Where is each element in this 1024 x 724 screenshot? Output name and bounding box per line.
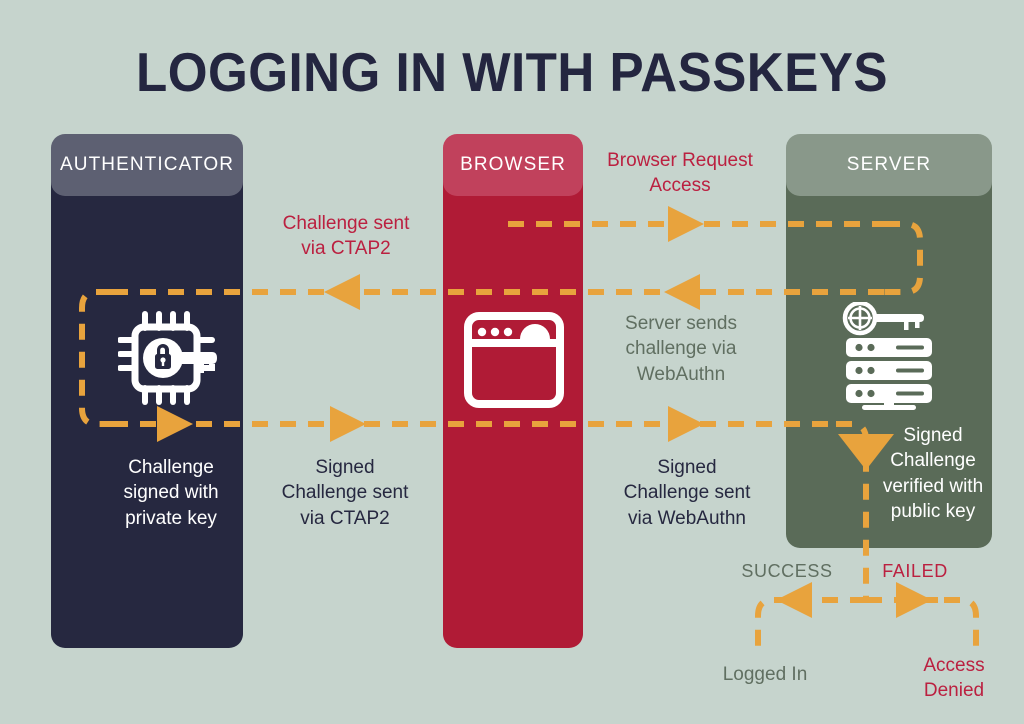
label-logged-in: Logged In bbox=[722, 664, 808, 685]
chip-key-lock-icon bbox=[117, 308, 228, 408]
lane-header-authenticator-label: AUTHENTICATOR bbox=[59, 154, 235, 175]
lane-header-server-label: SERVER bbox=[846, 154, 932, 175]
lane-header-browser-label: BROWSER bbox=[460, 154, 566, 175]
lane-header-server: SERVER bbox=[786, 134, 992, 196]
lane-header-authenticator: AUTHENTICATOR bbox=[51, 134, 243, 196]
label-success: SUCCESS bbox=[741, 561, 833, 581]
page-title: LOGGING IN WITH PASSKEYS bbox=[136, 41, 888, 103]
browser-window-icon bbox=[464, 312, 564, 408]
server-rack-globe-key-icon bbox=[838, 300, 942, 410]
lane-header-browser: BROWSER bbox=[443, 134, 583, 196]
label-failed: FAILED bbox=[882, 561, 948, 581]
